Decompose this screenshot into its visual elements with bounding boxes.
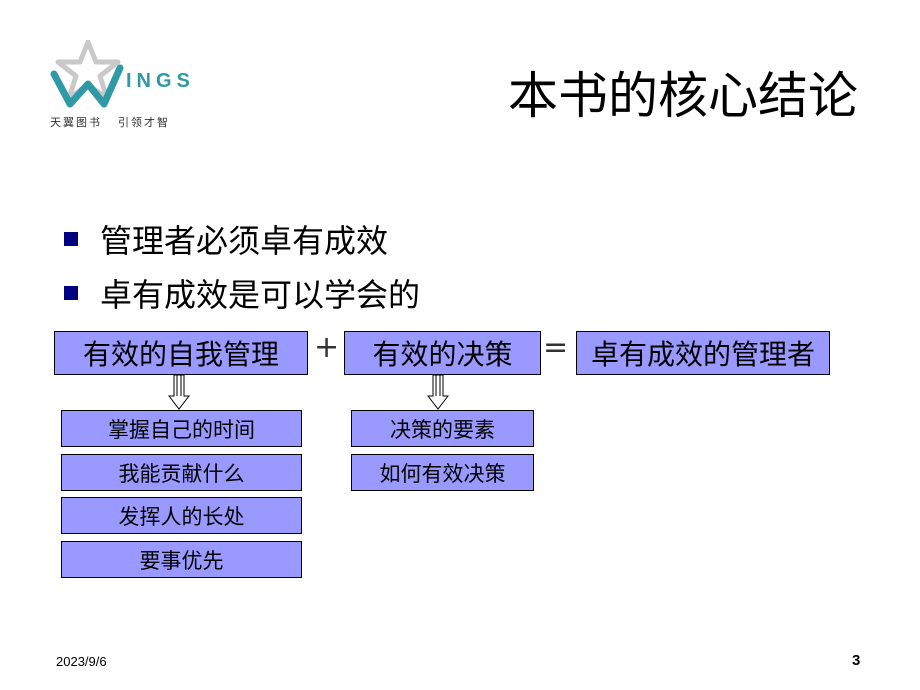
self-management-box: 有效的自我管理 [54,331,308,375]
sub-item-box: 我能贡献什么 [61,454,302,491]
logo-tagline-right: 引领才智 [118,116,170,129]
sub-item-box: 如何有效决策 [351,454,534,491]
page-number: 3 [852,652,861,669]
bullet-text: 卓有成效是可以学会的 [100,276,421,314]
logo-wordmark: INGS [126,70,195,92]
star-logo-icon [50,40,124,108]
sub-item-box: 决策的要素 [351,410,534,447]
bullet-text: 管理者必须卓有成效 [100,222,389,260]
sub-item-box: 发挥人的长处 [61,497,302,534]
logo-tagline-left: 天翼图书 [50,116,102,129]
down-arrow-icon [427,375,449,410]
logo-tagline: 天翼图书 引领才智 [50,114,170,130]
bullet-square-icon [64,232,78,246]
down-arrow-icon [168,375,190,410]
bullet-item: 卓有成效是可以学会的 [64,266,420,320]
bullet-item: 管理者必须卓有成效 [64,212,420,266]
sub-item-box: 掌握自己的时间 [61,410,302,447]
effective-manager-box: 卓有成效的管理者 [576,331,830,375]
footer-date: 2023/9/6 [56,654,107,669]
bullet-square-icon [64,286,78,300]
sub-item-box: 要事优先 [61,541,302,578]
decision-box: 有效的决策 [344,331,541,375]
slide-title: 本书的核心结论 [508,67,858,125]
bullet-list: 管理者必须卓有成效 卓有成效是可以学会的 [64,212,420,320]
logo: INGS 天翼图书 引领才智 [48,40,198,132]
equals-sign: = [543,330,569,365]
plus-sign: + [314,330,340,365]
